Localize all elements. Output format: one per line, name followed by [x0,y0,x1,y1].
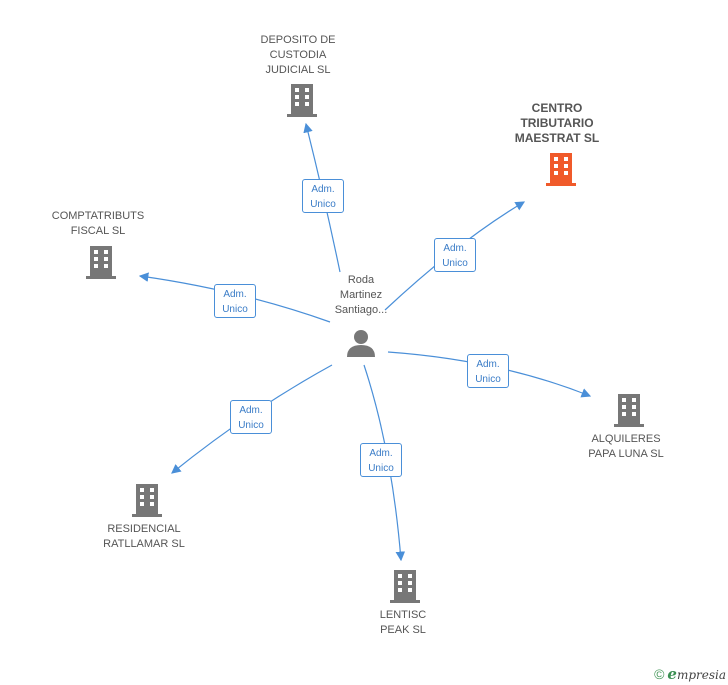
building-icon-deposito [287,84,317,117]
brand-initial: e [667,665,677,683]
role-text: Adm. [311,184,335,195]
person-name-line: Santiago... [334,304,388,316]
building-icon-lentisc [390,570,420,603]
company-name-line: JUDICIAL SL [265,64,331,76]
role-text: Adm. [369,448,393,459]
role-badge-alquileres: Adm. Unico [467,354,509,388]
building-windows [94,88,636,592]
company-name-line: RESIDENCIAL [107,523,181,535]
role-text: Adm. [443,243,467,254]
person-name-line: Roda [347,274,375,286]
person-name[interactable]: Roda Martinez Santiago... [318,273,404,318]
building-icon-centro [546,153,576,186]
company-label-centro[interactable]: CENTRO TRIBUTARIO MAESTRAT SL [497,101,617,146]
role-text: Unico [442,258,468,269]
company-name-line: TRIBUTARIO [520,116,594,130]
company-name-line: FISCAL SL [70,225,126,237]
person-icon [347,330,375,357]
building-icon-alquileres [614,394,644,427]
role-text: Unico [238,420,264,431]
company-name-line: DEPOSITO DE [260,34,336,46]
company-label-residencial[interactable]: RESIDENCIAL RATLLAMAR SL [84,522,204,552]
company-label-lentisc[interactable]: LENTISC PEAK SL [343,608,463,638]
company-name-line: LENTISC [379,609,427,621]
footer-brand[interactable]: ©empresia [654,665,726,683]
person-name-line: Martinez [339,289,383,301]
brand-logo: empresia [667,665,726,683]
building-icon-comptatributs [86,246,116,279]
company-name-line: COMPTATRIBUTS [51,210,145,222]
company-label-comptatributs[interactable]: COMPTATRIBUTS FISCAL SL [38,209,158,239]
role-text: Unico [368,463,394,474]
role-text: Unico [310,199,336,210]
role-badge-comptatributs: Adm. Unico [214,284,256,318]
company-name-line: PAPA LUNA SL [588,448,664,460]
company-name-line: ALQUILERES [591,433,661,445]
brand-rest: mpresia [676,668,726,682]
role-text: Adm. [476,359,500,370]
role-text: Unico [222,304,248,315]
role-badge-lentisc: Adm. Unico [360,443,402,477]
building-icon-residencial [132,484,162,517]
role-text: Unico [475,374,501,385]
copyright-icon: © [654,666,665,682]
company-name-line: RATLLAMAR SL [103,538,185,550]
role-badge-residencial: Adm. Unico [230,400,272,434]
company-label-deposito[interactable]: DEPOSITO DE CUSTODIA JUDICIAL SL [238,33,358,78]
company-name-line: CENTRO [531,101,583,115]
company-name-line: CUSTODIA [269,49,327,61]
company-label-alquileres[interactable]: ALQUILERES PAPA LUNA SL [566,432,686,462]
role-text: Adm. [239,405,263,416]
company-name-line: PEAK SL [380,624,426,636]
role-badge-deposito: Adm. Unico [302,179,344,213]
company-name-line: MAESTRAT SL [514,131,600,145]
role-badge-centro: Adm. Unico [434,238,476,272]
role-text: Adm. [223,289,247,300]
